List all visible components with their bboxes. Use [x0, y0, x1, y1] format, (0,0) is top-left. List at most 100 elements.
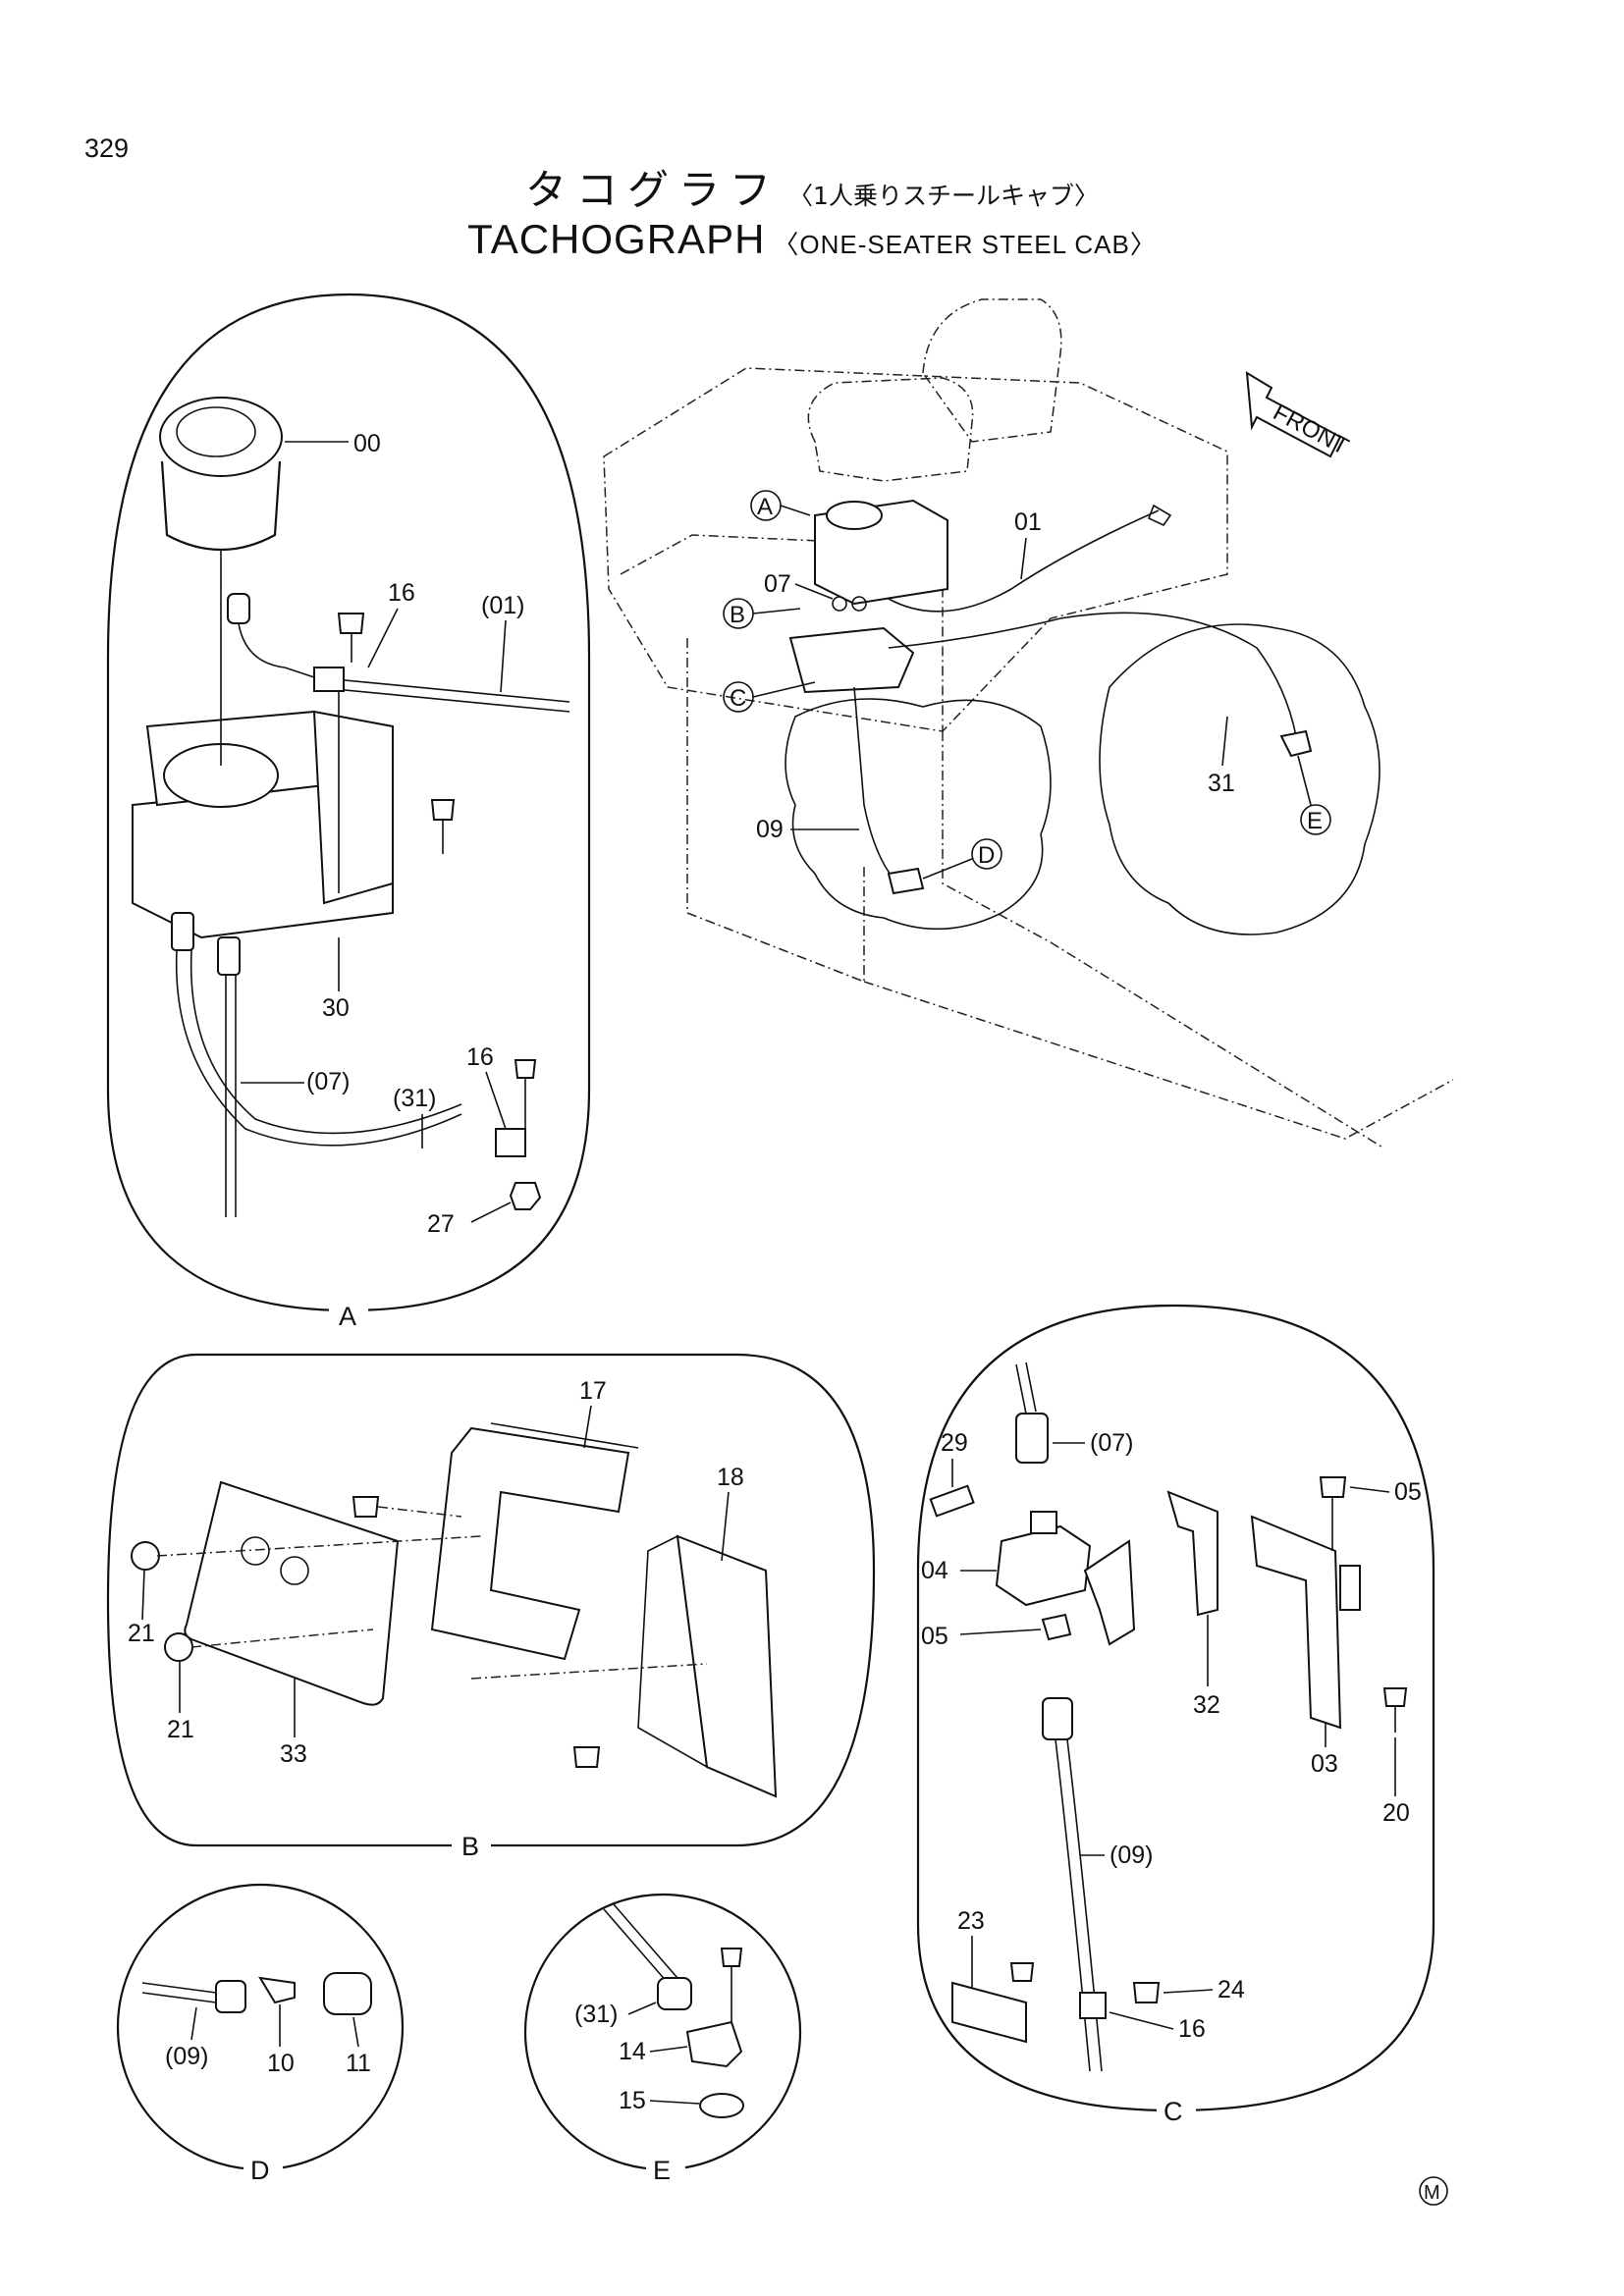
c-label-04: 04 — [921, 1557, 948, 1584]
mark-circle — [1419, 2176, 1448, 2206]
seat-cushion — [807, 377, 974, 482]
e-label-31: (31) — [574, 2001, 618, 2028]
frame-right — [942, 731, 1385, 1149]
bolt-b1 — [352, 1496, 380, 1518]
floor-plate-outline — [603, 367, 1228, 732]
cable-01-b — [313, 686, 570, 713]
c-leader-05a — [959, 1629, 1042, 1635]
callout-d-leader — [922, 858, 973, 880]
view-d-label-bg — [244, 2160, 283, 2179]
seat-back — [922, 298, 1062, 443]
bolt-b2 — [572, 1746, 601, 1768]
c-leader-24 — [1163, 1989, 1214, 1994]
view-b-label-bg — [452, 1838, 491, 1857]
d-leader-11 — [352, 2016, 359, 2048]
view-b-label: B — [461, 1832, 479, 1861]
bolt-23 — [1009, 1962, 1035, 1982]
ov-label-31: 31 — [1208, 770, 1235, 797]
title-en-main: TACHOGRAPH — [467, 216, 766, 262]
cable-end-d — [887, 867, 925, 895]
cable-09-d1 — [141, 1982, 217, 1994]
callout-c-leader — [752, 681, 816, 698]
e-leader-15 — [649, 2100, 700, 2105]
cable-07-b — [189, 949, 462, 1135]
b-axis-2 — [156, 1535, 482, 1557]
view-c-label: C — [1164, 2097, 1183, 2126]
cable-end-e — [1279, 729, 1313, 758]
view-a-border — [106, 293, 591, 1312]
cable-01-a — [313, 676, 570, 703]
b-axis-4 — [470, 1663, 708, 1680]
ov-label-01: 01 — [1014, 508, 1042, 536]
cable-31-e2 — [613, 1903, 678, 1979]
e-label-14: 14 — [619, 2038, 646, 2065]
b-label-33: 33 — [280, 1740, 307, 1768]
cable-nut-07 — [171, 912, 194, 951]
c-label-23: 23 — [957, 1907, 985, 1935]
cable-07-a — [175, 949, 462, 1147]
engine-block — [1099, 623, 1380, 935]
callout-e-circle — [1300, 804, 1331, 835]
d-label-11: 11 — [346, 2050, 371, 2077]
floor-plate-edge — [620, 534, 944, 731]
cable-nut-31 — [217, 936, 241, 976]
ov-leader-07 — [794, 583, 834, 600]
a-label-07: (07) — [306, 1068, 350, 1095]
view-d-label: D — [250, 2156, 270, 2185]
title-japanese: タコグラフ〈1人乗りスチールキャブ〉 — [0, 157, 1624, 217]
part-11 — [323, 1972, 372, 2015]
callout-a: A — [757, 494, 773, 520]
view-b: B 33 21 21 17 18 — [106, 1353, 876, 1861]
plate-33 — [184, 1480, 400, 1706]
tachograph-glass — [176, 406, 256, 457]
cable-31 — [888, 612, 1297, 737]
c-label-05b: 05 — [1394, 1478, 1422, 1506]
callout-c: C — [730, 685, 746, 712]
callout-a-leader — [780, 505, 811, 516]
bracket-17-edge — [490, 1422, 639, 1449]
mount-plate — [788, 626, 915, 694]
d-label-10: 10 — [267, 2050, 295, 2077]
part-29 — [929, 1484, 975, 1518]
a-leader-16b — [485, 1071, 507, 1130]
page-number: 329 — [84, 133, 130, 163]
bolt-head-16b — [514, 1059, 537, 1079]
tachograph-head — [826, 501, 883, 530]
cable-01 — [888, 509, 1160, 613]
bracket-03-tab — [1339, 1565, 1361, 1611]
a-leader-27 — [470, 1201, 512, 1223]
b-leader-17 — [583, 1405, 592, 1449]
b-leader-18 — [721, 1491, 730, 1562]
tachograph-body — [160, 460, 282, 551]
a-label-16a: 16 — [388, 579, 415, 607]
callout-b: B — [730, 602, 745, 628]
cable-09-d2 — [141, 1992, 217, 2003]
plate-hole-2 — [280, 1556, 309, 1585]
c-label-05a: 05 — [921, 1623, 948, 1650]
view-a-label: A — [339, 1302, 356, 1331]
title-jp-main: タコグラフ — [525, 166, 782, 214]
tachograph-bezel — [159, 397, 283, 477]
view-d: D (09) 10 11 — [116, 1883, 405, 2185]
e-leader-14 — [649, 2046, 688, 2053]
nut-27 — [509, 1182, 542, 1210]
view-c-border — [916, 1304, 1435, 2112]
cable-31-e-nut — [657, 1977, 692, 2010]
clamp-16a — [313, 667, 345, 692]
c-label-32: 32 — [1193, 1691, 1220, 1719]
view-e-label: E — [653, 2156, 671, 2185]
clamp-16c — [1079, 1992, 1107, 2019]
a-label-01: (01) — [481, 592, 524, 619]
c-label-03: 03 — [1311, 1750, 1338, 1778]
bolt-head-16a — [337, 613, 365, 634]
c-label-09: (09) — [1110, 1842, 1153, 1869]
b-axis-1 — [377, 1506, 462, 1518]
title-english: TACHOGRAPH〈ONE-SEATER STEEL CAB〉 — [0, 216, 1624, 263]
part-10 — [258, 1976, 296, 2004]
bolt-head-a2 — [430, 799, 456, 821]
bracket-18-face — [637, 1534, 708, 1769]
b-axis-3 — [190, 1629, 374, 1648]
bracket-17 — [430, 1426, 630, 1661]
sender-04 — [995, 1524, 1092, 1607]
a-label-30: 30 — [322, 994, 350, 1022]
